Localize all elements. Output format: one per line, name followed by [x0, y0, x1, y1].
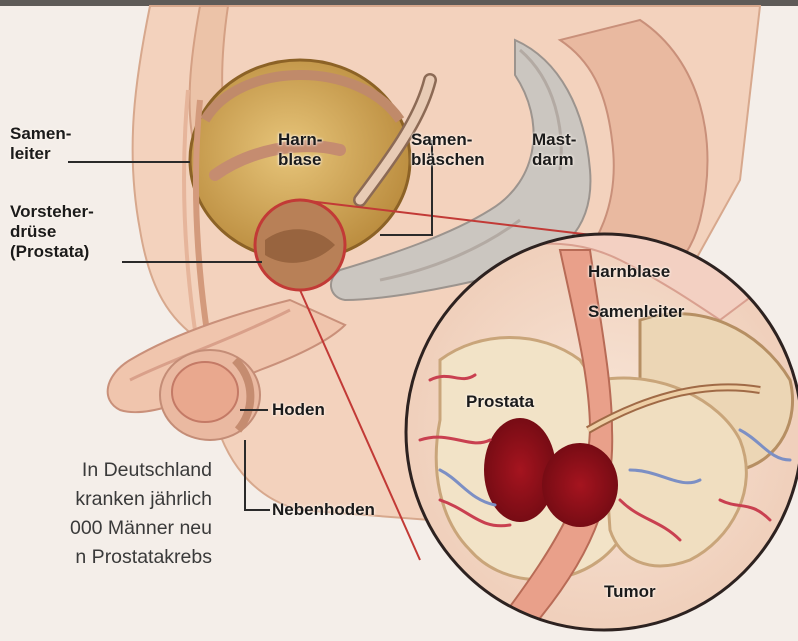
article-text: In Deutschland kranken jährlich 000 Männ… — [0, 456, 212, 572]
label-samenblaeschen: Samen-bläschen — [411, 130, 485, 170]
inset-label-harnblase: Harnblase — [588, 262, 670, 282]
label-harnblase: Harn-blase — [278, 130, 322, 170]
tumor-shape-right — [542, 443, 618, 527]
inset-label-prostata: Prostata — [466, 392, 534, 412]
label-mastdarm: Mast-darm — [532, 130, 576, 170]
inset-label-samenleiter: Samenleiter — [588, 302, 684, 322]
testis-shape — [172, 362, 238, 422]
label-nebenhoden: Nebenhoden — [272, 500, 375, 520]
label-vorsteherdruese: Vorsteher-drüse(Prostata) — [10, 202, 94, 262]
inset-label-tumor: Tumor — [604, 582, 656, 602]
label-samenleiter: Samen-leiter — [10, 124, 71, 164]
label-hoden: Hoden — [272, 400, 325, 420]
